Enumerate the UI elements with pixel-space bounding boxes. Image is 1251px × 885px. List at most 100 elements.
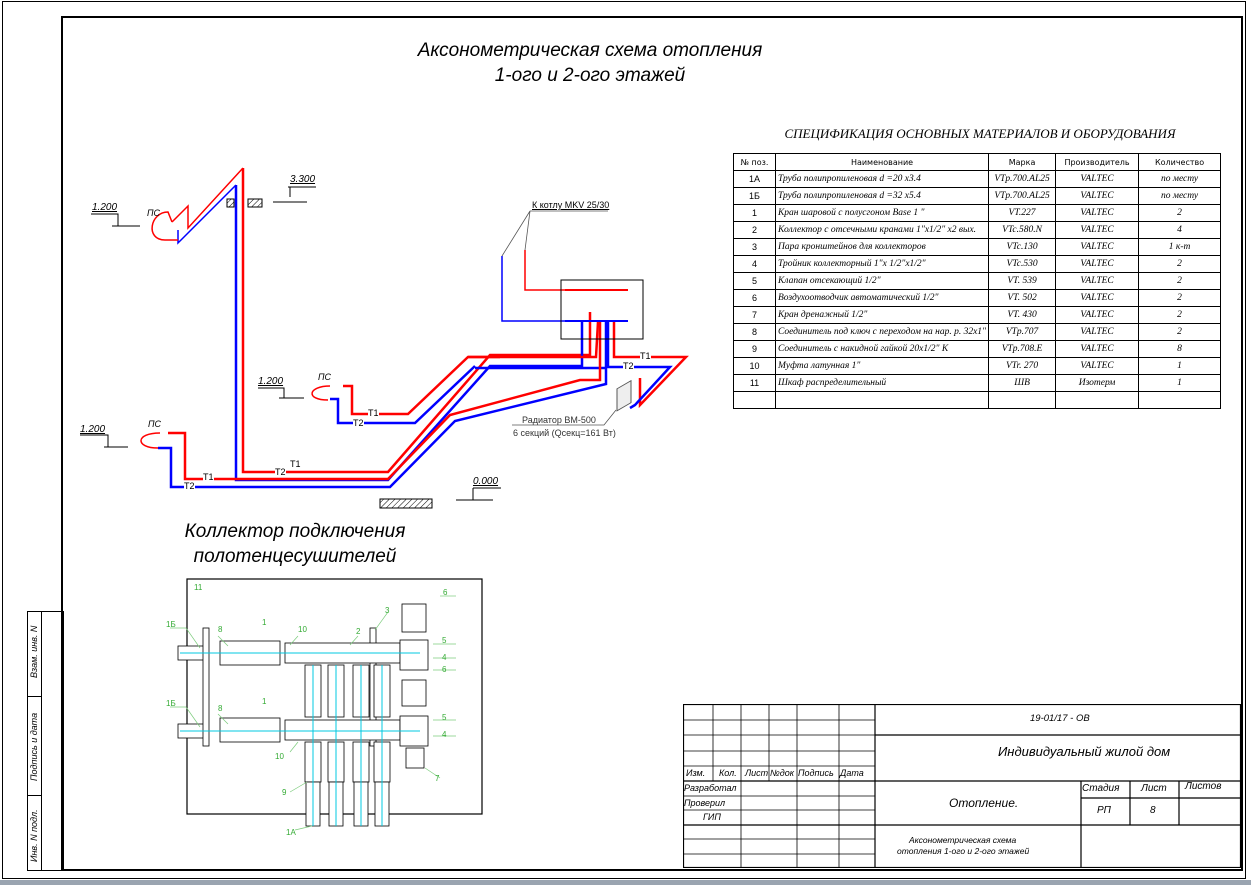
callout-7: 7: [435, 774, 440, 783]
callout-8: 8: [218, 625, 223, 634]
spec-qty: 2: [1138, 255, 1222, 273]
spec-maker: VALTEC: [1055, 272, 1140, 290]
side-cell: Инв. N подл.: [27, 795, 42, 871]
pipe-label-t1: Т1: [290, 459, 301, 469]
callout-6: 6: [442, 665, 447, 674]
spec-name: Кран дренажный 1/2": [774, 306, 990, 324]
col-sheet: Лист: [745, 768, 769, 778]
spec-name: Клапан отсекающий 1/2": [774, 272, 990, 290]
callout-9: 9: [282, 788, 287, 797]
level-1200-mid: 1.200: [258, 376, 284, 387]
pipe-label-t1: Т1: [203, 472, 214, 482]
col-doc-number: №док: [770, 768, 794, 778]
radiator-label: Радиатор ВМ-500: [522, 415, 596, 425]
spec-mark: ШВ: [988, 374, 1057, 392]
collector-body: [284, 719, 401, 741]
callout-5: 5: [442, 713, 447, 722]
callout-4: 4: [442, 653, 447, 662]
pipe-supply: [171, 167, 244, 230]
side-label-replaced-inv: Взам. инв. N: [29, 625, 39, 678]
spec-qty: 2: [1138, 306, 1222, 324]
ball-valve: [219, 717, 281, 743]
spec-maker: VALTEC: [1055, 255, 1140, 273]
sheet-title-line2: отопления 1-ого и 2-ого этажей: [897, 846, 1030, 856]
callout-1: 1: [262, 618, 267, 627]
col-qty: Кол.: [719, 768, 737, 778]
wall-hatch: [226, 198, 235, 208]
window-bottom-strip: [0, 880, 1251, 885]
drawing-title-line2: 1-ого и 2-ого этажей: [494, 65, 686, 86]
spec-maker: VALTEC: [1055, 204, 1140, 222]
callout-5: 5: [442, 636, 447, 645]
spec-pos: 3: [733, 238, 776, 256]
spec-header-pos: № поз.: [733, 153, 776, 171]
spec-qty: 1: [1138, 374, 1222, 392]
side-cell-blank: [41, 611, 64, 871]
spec-mark: VTp.707: [988, 323, 1057, 341]
towel-dryer: [140, 432, 161, 449]
spec-pos: 1: [733, 204, 776, 222]
pipe-supply: [168, 322, 602, 481]
radiator-icon: [616, 379, 632, 412]
spec-name: Труба полипропиленовая d =32 х5.4: [774, 187, 990, 205]
specification-title: СПЕЦИФИКАЦИЯ ОСНОВНЫХ МАТЕРИАЛОВ И ОБОРУ…: [784, 126, 1176, 141]
spec-maker: VALTEC: [1055, 323, 1140, 341]
air-vent: [401, 603, 427, 633]
callout-1b: 1Б: [166, 699, 176, 708]
pipe-label-t1: Т1: [640, 351, 651, 361]
pipe-label-t1: Т1: [368, 408, 379, 418]
spec-pos: 9: [733, 340, 776, 358]
pipe-label-t2: Т2: [623, 361, 634, 371]
stage-label: Стадия: [1082, 783, 1120, 794]
spec-mark: VTr. 270: [988, 357, 1057, 375]
wall-hatch: [247, 198, 263, 208]
floor-hatch: [379, 498, 433, 509]
spec-header-row: № поз. Наименование Марка Производитель …: [733, 153, 1222, 171]
sheet-title-line1: Аксонометрическая схема: [909, 835, 1017, 845]
collector-title-line2: полотенцесушителей: [193, 546, 397, 567]
callout-1b: 1Б: [166, 620, 176, 629]
spec-maker: VALTEC: [1055, 357, 1140, 375]
spec-maker: VALTEC: [1055, 306, 1140, 324]
level-3300: 3.300: [290, 174, 316, 185]
boiler-label: К котлу MKV 25/30: [532, 200, 610, 210]
spec-mark: VTc.130: [988, 238, 1057, 256]
pipe-supply: [241, 168, 592, 474]
spec-mark: VT. 539: [988, 272, 1057, 290]
col-signature: Подпись: [798, 768, 834, 778]
level-0000: 0.000: [473, 476, 499, 487]
level-mark-0000: [456, 487, 501, 501]
callout-10: 10: [275, 752, 284, 761]
level-mark-1200-mid: [258, 387, 304, 399]
spec-name: Муфта латунная 1": [774, 357, 990, 375]
pipe-return: [177, 184, 237, 245]
pipe-return-boiler: [501, 256, 565, 322]
spec-name: [774, 391, 990, 409]
specification-table: № поз. Наименование Марка Производитель …: [733, 153, 1222, 409]
spec-maker: VALTEC: [1055, 238, 1140, 256]
callout-3: 3: [385, 606, 390, 615]
pipe-return: [606, 322, 673, 410]
side-cell: Подпись и дата: [27, 696, 42, 796]
towel-dryer-label: ПС: [148, 419, 162, 429]
side-label-signature-date: Подпись и дата: [29, 712, 39, 781]
side-stamp: Взам. инв. N Подпись и дата Инв. N подл.: [27, 611, 64, 871]
spec-qty: 2: [1138, 204, 1222, 222]
collector-title-line1: Коллектор подключения: [184, 521, 406, 542]
spec-pos: [733, 391, 776, 409]
spec-maker: [1055, 391, 1140, 409]
spec-maker: VALTEC: [1055, 289, 1140, 307]
pipe-return: [158, 322, 608, 489]
callout-2: 2: [356, 627, 361, 636]
callout-11: 11: [194, 583, 203, 592]
spec-pos: 6: [733, 289, 776, 307]
